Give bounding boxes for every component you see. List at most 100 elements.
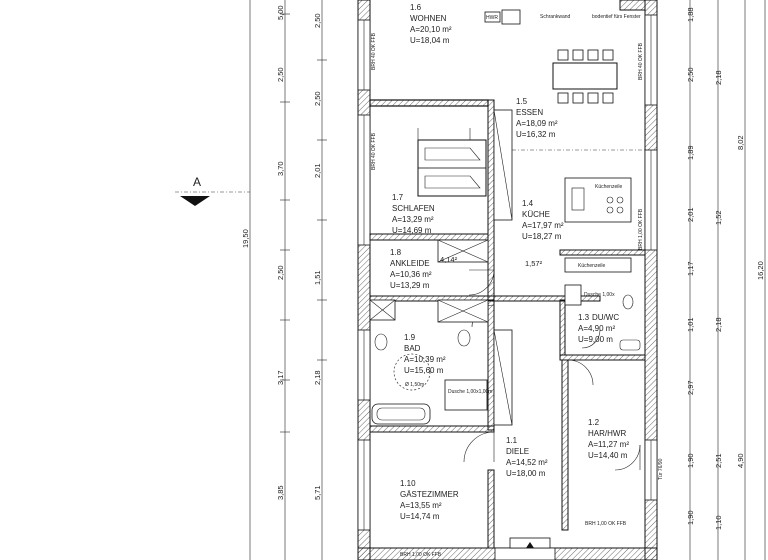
dim-157: 1,57² [525, 259, 543, 268]
right2-dim-2: 1,52 [714, 210, 723, 225]
room-area: A=20,10 m² [410, 25, 452, 34]
room-id: 1.8 [390, 248, 402, 257]
left-dim2-4: 1,51 [313, 270, 322, 285]
room-label-diele: 1.1 DIELE A=14,52 m² U=18,00 m [506, 436, 548, 478]
dusche-bad-label: Dusche 1,00x1,00m [448, 389, 492, 395]
left-dim2-1: 2,50 [313, 13, 322, 28]
left-dim-1: 5,00 [276, 5, 285, 20]
room-perimeter: U=14,40 m [588, 451, 628, 460]
left-dim2-5: 2,18 [313, 370, 322, 385]
left-dim2-3: 2,01 [313, 163, 322, 178]
room-area: A=10,36 m² [390, 270, 432, 279]
room-name: KÜCHE [522, 210, 550, 219]
wardrobes [369, 109, 513, 426]
left-dim-4: 2,50 [276, 265, 285, 280]
entrance-steps [509, 537, 551, 549]
left-dim-2: 2,50 [276, 67, 285, 82]
bar-note: bodentief fürs Fenster [592, 14, 641, 20]
doors [463, 269, 641, 471]
room-label-kueche: 1.4 KÜCHE A=17,97 m² U=18,27 m [522, 199, 564, 241]
right-mid-2: 4,90 [736, 453, 745, 468]
right2-dim-4: 2,51 [714, 453, 723, 468]
right-dimension-chain [689, 0, 766, 560]
room-perimeter: U=14,69 m [392, 226, 432, 235]
room-area: A=13,55 m² [400, 501, 442, 510]
room-area: A=13,29 m² [392, 215, 434, 224]
right-dim-4: 2,01 [686, 207, 695, 222]
room-perimeter: U=15,60 m [404, 366, 444, 375]
room-id: 1.7 [392, 193, 404, 202]
door-tag: Tür 76/90 [658, 458, 664, 480]
double-bed [417, 128, 487, 197]
room-name: HAR/HWR [588, 429, 626, 438]
room-perimeter: U=18,27 m [522, 232, 562, 241]
room-name: ANKLEIDE [390, 259, 430, 268]
room-id: 1.1 [506, 436, 518, 445]
hwr-cabinet [484, 11, 501, 23]
right-total: 16,20 [756, 261, 765, 280]
right-dim-7: 2,97 [686, 380, 695, 395]
section-label: A [193, 175, 201, 189]
window-tag: BRH 1,00 OK FFB [638, 208, 644, 250]
room-perimeter: U=13,29 m [390, 281, 430, 290]
room-id: 1.3 [578, 313, 590, 322]
left-dimension-chain [249, 0, 327, 560]
right2-dim-3: 2,18 [714, 317, 723, 332]
room-label-gaeste: 1.10 GÄSTEZIMMER A=13,55 m² U=14,74 m [400, 479, 459, 521]
room-area: A=11,27 m² [588, 440, 629, 449]
turning-circle-label: Ø 1,50m [405, 382, 424, 388]
right-dim-8: 1,90 [686, 453, 695, 468]
right-dim-6: 1,01 [686, 317, 695, 332]
room-name: WOHNEN [410, 14, 447, 23]
room-id: 1.5 [516, 97, 528, 106]
right-dim-3: 1,89 [686, 145, 695, 160]
room-perimeter: U=14,74 m [400, 512, 440, 521]
room-label-hwr: 1.2 HAR/HWR A=11,27 m² U=14,40 m [588, 418, 629, 460]
right2-dim-5: 1,10 [714, 515, 723, 530]
room-label-schlafen: 1.7 SCHLAFEN A=13,29 m² U=14,69 m [392, 193, 435, 235]
dim-414: 4,14² [440, 255, 458, 264]
room-area: A=4,90 m² [578, 324, 615, 333]
room-perimeter: U=18,00 m [506, 469, 546, 478]
window-tag: BRH 1,00 OK FFB [400, 552, 442, 558]
room-area: A=10,39 m² [404, 355, 446, 364]
room-name: ESSEN [516, 108, 543, 117]
room-area: A=14,52 m² [506, 458, 548, 467]
exterior-walls [357, 0, 658, 560]
room-name: GÄSTEZIMMER [400, 490, 459, 499]
room-id: 1.2 [588, 418, 600, 427]
sideboard [501, 9, 521, 25]
right-dim-5: 1,17 [686, 261, 695, 276]
interior-walls [369, 0, 646, 549]
left-dim-6: 3,85 [276, 485, 285, 500]
window-tag: BRH 40 OK FFB [371, 32, 377, 70]
room-perimeter: U=9,00 m [578, 335, 613, 344]
dusche-wc-label: Dusche 1,00x [584, 292, 615, 298]
left-dim2-6: 5,71 [313, 485, 322, 500]
bathroom-fixtures [371, 284, 641, 425]
dining-table [552, 49, 618, 104]
kuechenzeile-top: Küchenzeile [595, 184, 622, 190]
right2-dim-1: 2,18 [714, 70, 723, 85]
room-area: A=18,09 m² [516, 119, 558, 128]
right-dim-9: 1,90 [686, 510, 695, 525]
room-name: BAD [404, 344, 421, 353]
room-area: A=17,97 m² [522, 221, 564, 230]
hwr-cabinet-label: HWR [486, 15, 498, 21]
right-dim-2: 2,50 [686, 67, 695, 82]
wohnen-note: Schrankwand [540, 14, 571, 20]
left-total: 19,50 [241, 229, 250, 248]
room-id: 1.10 [400, 479, 416, 488]
window-tag: BRH 40 OK FFB [371, 132, 377, 170]
room-name: DU/WC [592, 313, 619, 322]
room-label-wohnen: 1.6 WOHNEN A=20,10 m² U=18,04 m [410, 3, 452, 45]
room-label-ankleide: 1.8 ANKLEIDE A=10,36 m² U=13,29 m [390, 248, 432, 290]
room-label-bad: 1.9 BAD A=10,39 m² U=15,60 m [404, 333, 446, 375]
left-dim-3: 3,70 [276, 161, 285, 176]
window-tag: BRH 1,00 OK FFB [585, 521, 627, 527]
room-id: 1.4 [522, 199, 534, 208]
kuechenzeile-bottom: Küchenzeile [578, 263, 605, 269]
room-id: 1.9 [404, 333, 416, 342]
left-dim2-2: 2,50 [313, 91, 322, 106]
